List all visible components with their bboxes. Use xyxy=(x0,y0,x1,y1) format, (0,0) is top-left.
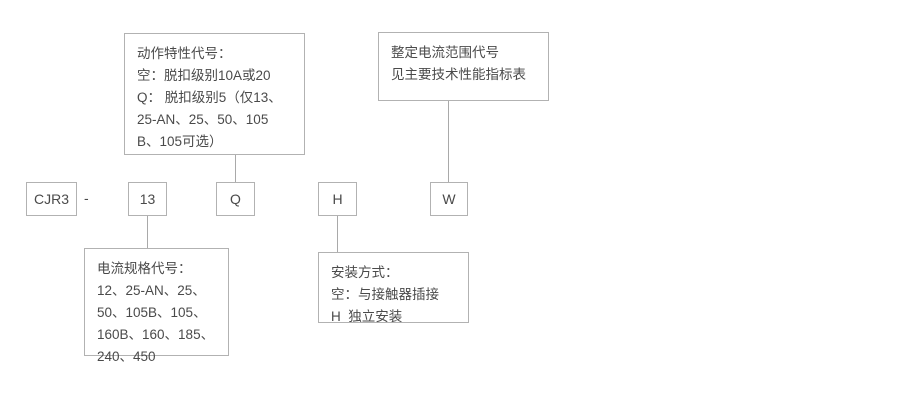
note-line: 见主要技术性能指标表 xyxy=(391,67,526,82)
code-box-label: H xyxy=(332,191,343,207)
note-line: Q： 脱扣级别5（仅13、 xyxy=(137,90,282,105)
note-line: 50、105B、105、 xyxy=(97,305,207,320)
setting-current-range-note: 整定电流范围代号 见主要技术性能指标表 xyxy=(378,32,549,101)
current-rating-note: 电流规格代号： 12、25-AN、25、 50、105B、105、 160B、1… xyxy=(84,248,229,364)
code-box-series[interactable]: CJR3 xyxy=(26,182,77,216)
note-line: 空：脱扣级别10A或20 xyxy=(137,68,271,83)
note-line: 160B、160、185、 xyxy=(97,327,215,342)
note-line: 12、25-AN、25、 xyxy=(97,283,206,298)
code-box-mounting[interactable]: H xyxy=(318,182,357,216)
note-line: H 独立安装 xyxy=(331,309,403,324)
connector-mounting xyxy=(337,215,338,253)
code-box-current-rating[interactable]: 13 xyxy=(128,182,167,216)
note-line: 安装方式： xyxy=(331,265,399,280)
code-box-action-characteristic[interactable]: Q xyxy=(216,182,255,216)
note-line: 电流规格代号： xyxy=(97,261,192,276)
connector-current-rating xyxy=(147,215,148,249)
note-line: 空：与接触器插接 xyxy=(331,287,439,302)
connector-setting-current-range xyxy=(448,101,449,183)
action-characteristic-note: 动作特性代号： 空：脱扣级别10A或20 Q： 脱扣级别5（仅13、 25-AN… xyxy=(124,33,305,155)
code-separator-dash: - xyxy=(84,190,89,206)
note-line: 动作特性代号： xyxy=(137,46,232,61)
mounting-note: 安装方式： 空：与接触器插接 H 独立安装 xyxy=(318,252,469,324)
note-line: 240、450 xyxy=(97,349,156,364)
code-box-label: 13 xyxy=(139,191,156,207)
note-line: B、105可选） xyxy=(137,134,223,149)
note-line: 25-AN、25、50、105 xyxy=(137,112,269,127)
code-box-setting-current-range[interactable]: W xyxy=(430,182,468,216)
code-box-label: Q xyxy=(230,191,241,207)
note-line: 整定电流范围代号 xyxy=(391,45,499,60)
code-box-label: CJR3 xyxy=(33,191,69,207)
connector-action-characteristic xyxy=(235,155,236,183)
code-box-label: W xyxy=(442,191,456,207)
